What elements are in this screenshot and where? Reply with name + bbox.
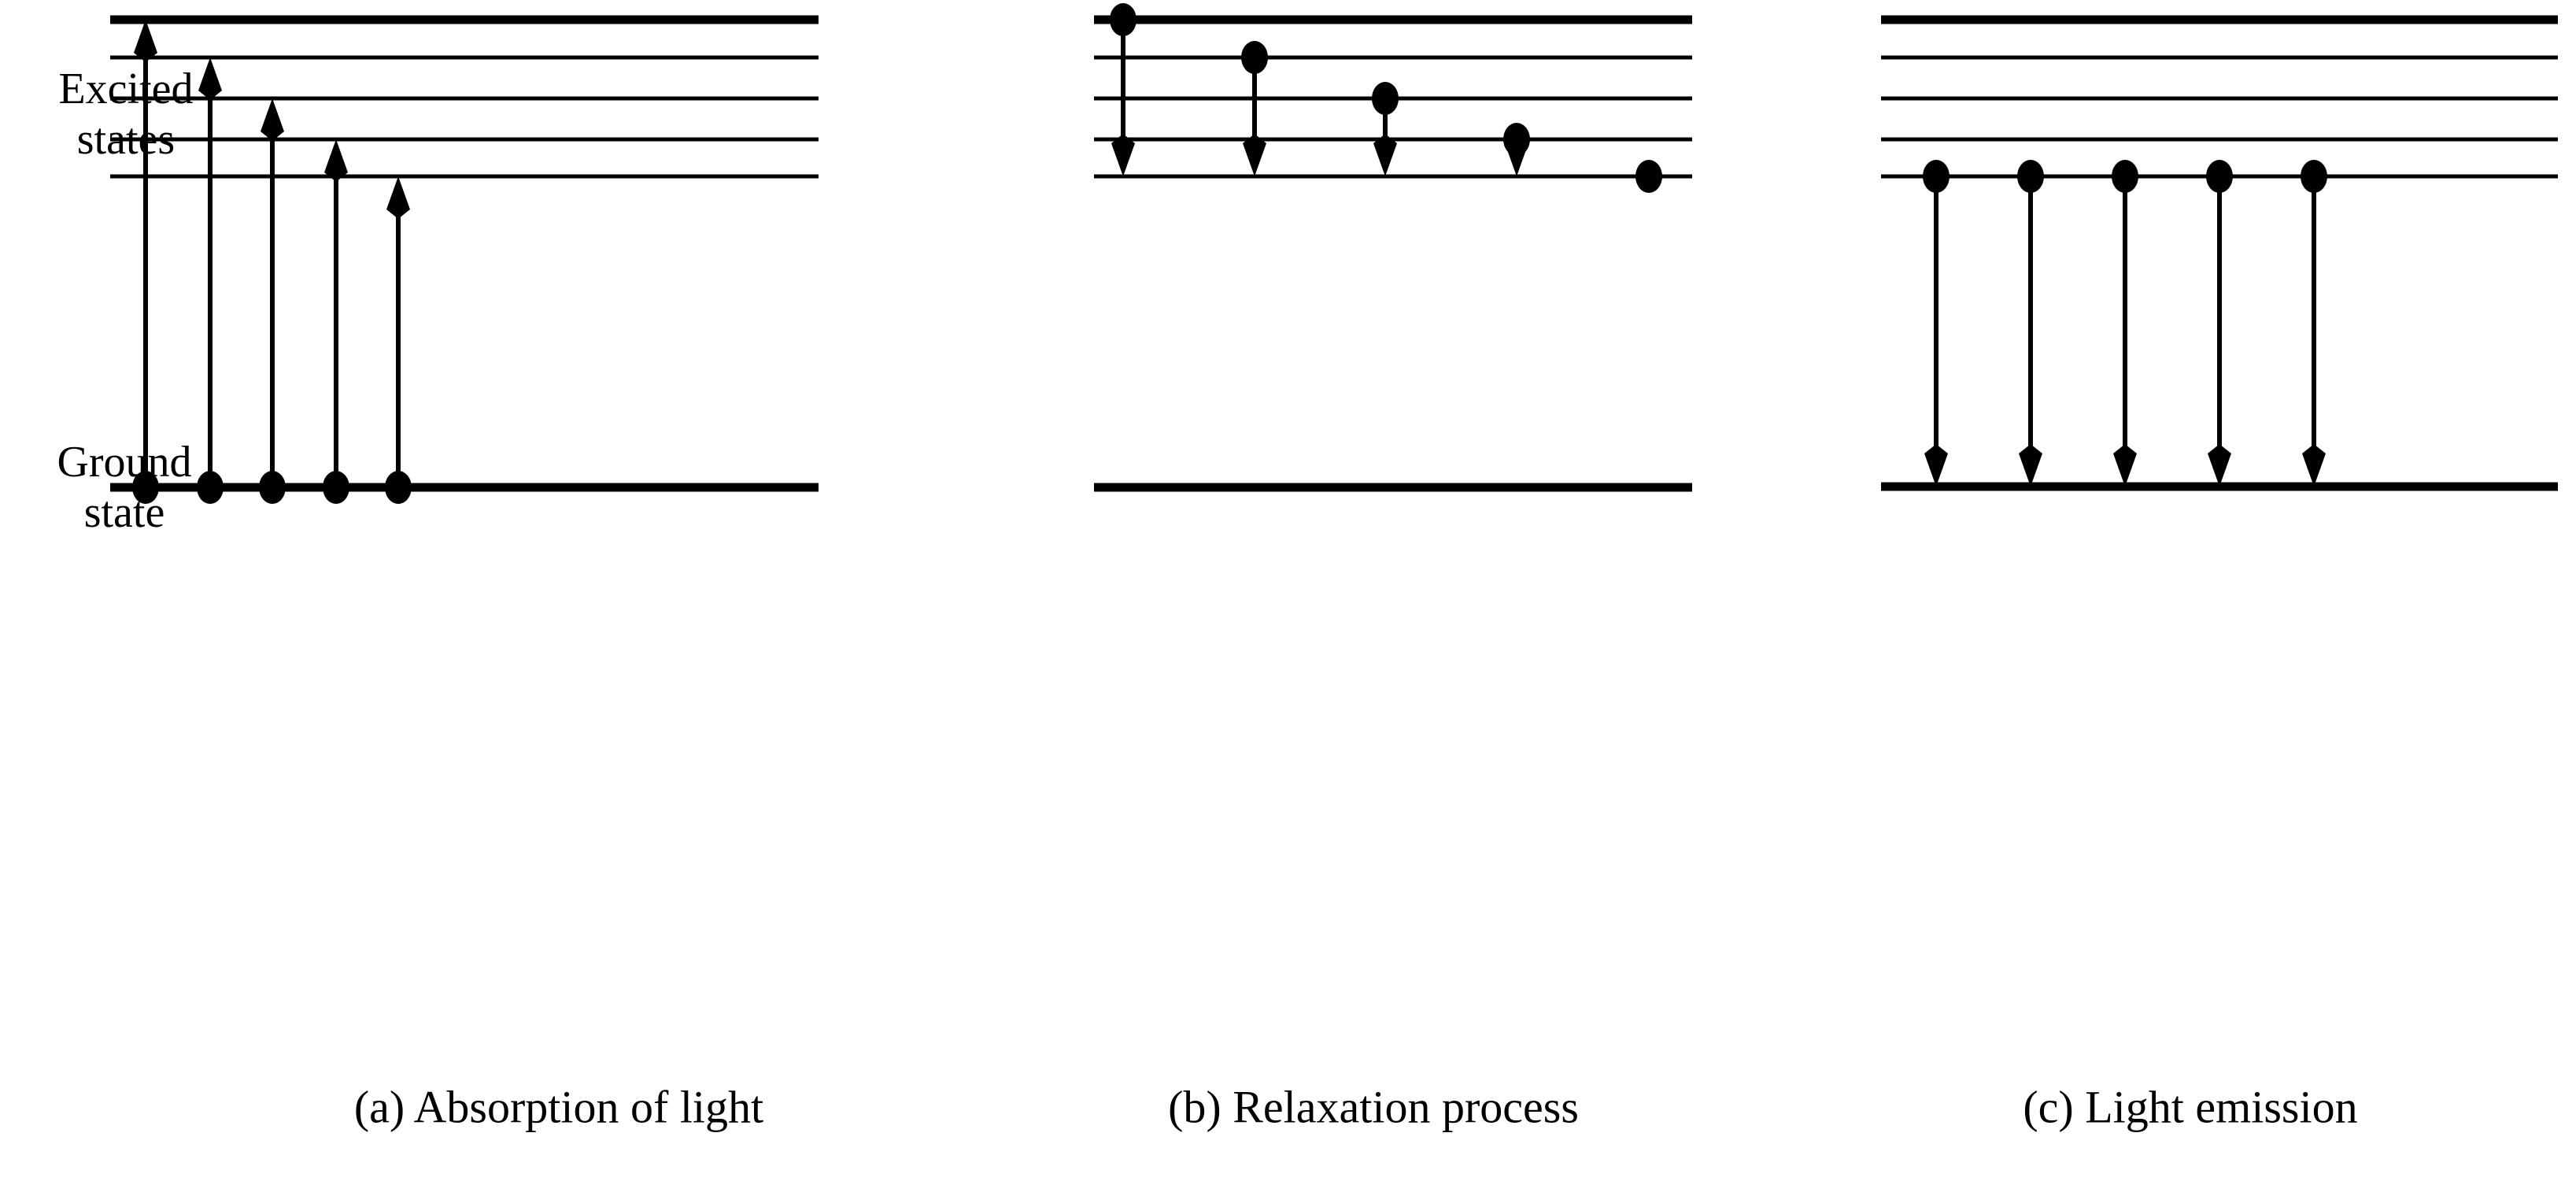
electron-dot-a-2	[259, 471, 286, 504]
electron-dot-b-4	[1635, 160, 1662, 193]
electron-dot-a-0	[132, 471, 159, 504]
panel-c-caption: (c) Light emission	[2023, 1081, 2357, 1132]
electron-dot-b-1	[1241, 41, 1268, 74]
arrow-head-c-2-down	[2113, 444, 2137, 487]
panel-a-caption: (a) Absorption of light	[354, 1081, 763, 1132]
electron-dots-group	[132, 3, 2327, 504]
arrow-head-c-4-down	[2302, 444, 2326, 487]
arrow-head-a-0-up	[134, 20, 157, 62]
electron-dot-c-4	[2301, 160, 2327, 193]
electron-dot-b-3	[1503, 123, 1530, 156]
transition-arrows-group	[134, 20, 2326, 487]
ground-state-label-line1: Ground	[57, 438, 191, 487]
excited-states-label-line1: Excited	[58, 65, 193, 113]
electron-dot-a-1	[197, 471, 224, 504]
excited-states-label-line2: states	[77, 115, 175, 164]
arrow-head-b-2-down	[1373, 134, 1397, 176]
electron-dot-c-3	[2206, 160, 2233, 193]
electron-dot-b-2	[1372, 82, 1399, 115]
ground-state-label-line2: state	[84, 488, 165, 537]
arrow-head-a-3-up	[324, 139, 348, 182]
arrow-head-c-1-down	[2019, 444, 2042, 487]
electron-dot-c-0	[1923, 160, 1950, 193]
electron-dot-c-2	[2112, 160, 2138, 193]
electron-dot-a-3	[323, 471, 349, 504]
panel-b-caption: (b) Relaxation process	[1168, 1081, 1579, 1132]
arrow-head-c-3-down	[2208, 444, 2231, 487]
arrow-head-b-1-down	[1243, 134, 1266, 176]
electron-dot-c-1	[2017, 160, 2044, 193]
energy-levels-group	[110, 15, 2558, 492]
arrow-head-a-4-up	[386, 176, 410, 219]
electron-dot-a-4	[385, 471, 412, 504]
arrow-head-a-2-up	[261, 98, 284, 141]
electron-dot-b-0	[1110, 3, 1136, 36]
arrow-head-a-1-up	[198, 57, 222, 100]
arrow-head-b-0-down	[1111, 134, 1135, 176]
arrow-head-c-0-down	[1924, 444, 1948, 487]
